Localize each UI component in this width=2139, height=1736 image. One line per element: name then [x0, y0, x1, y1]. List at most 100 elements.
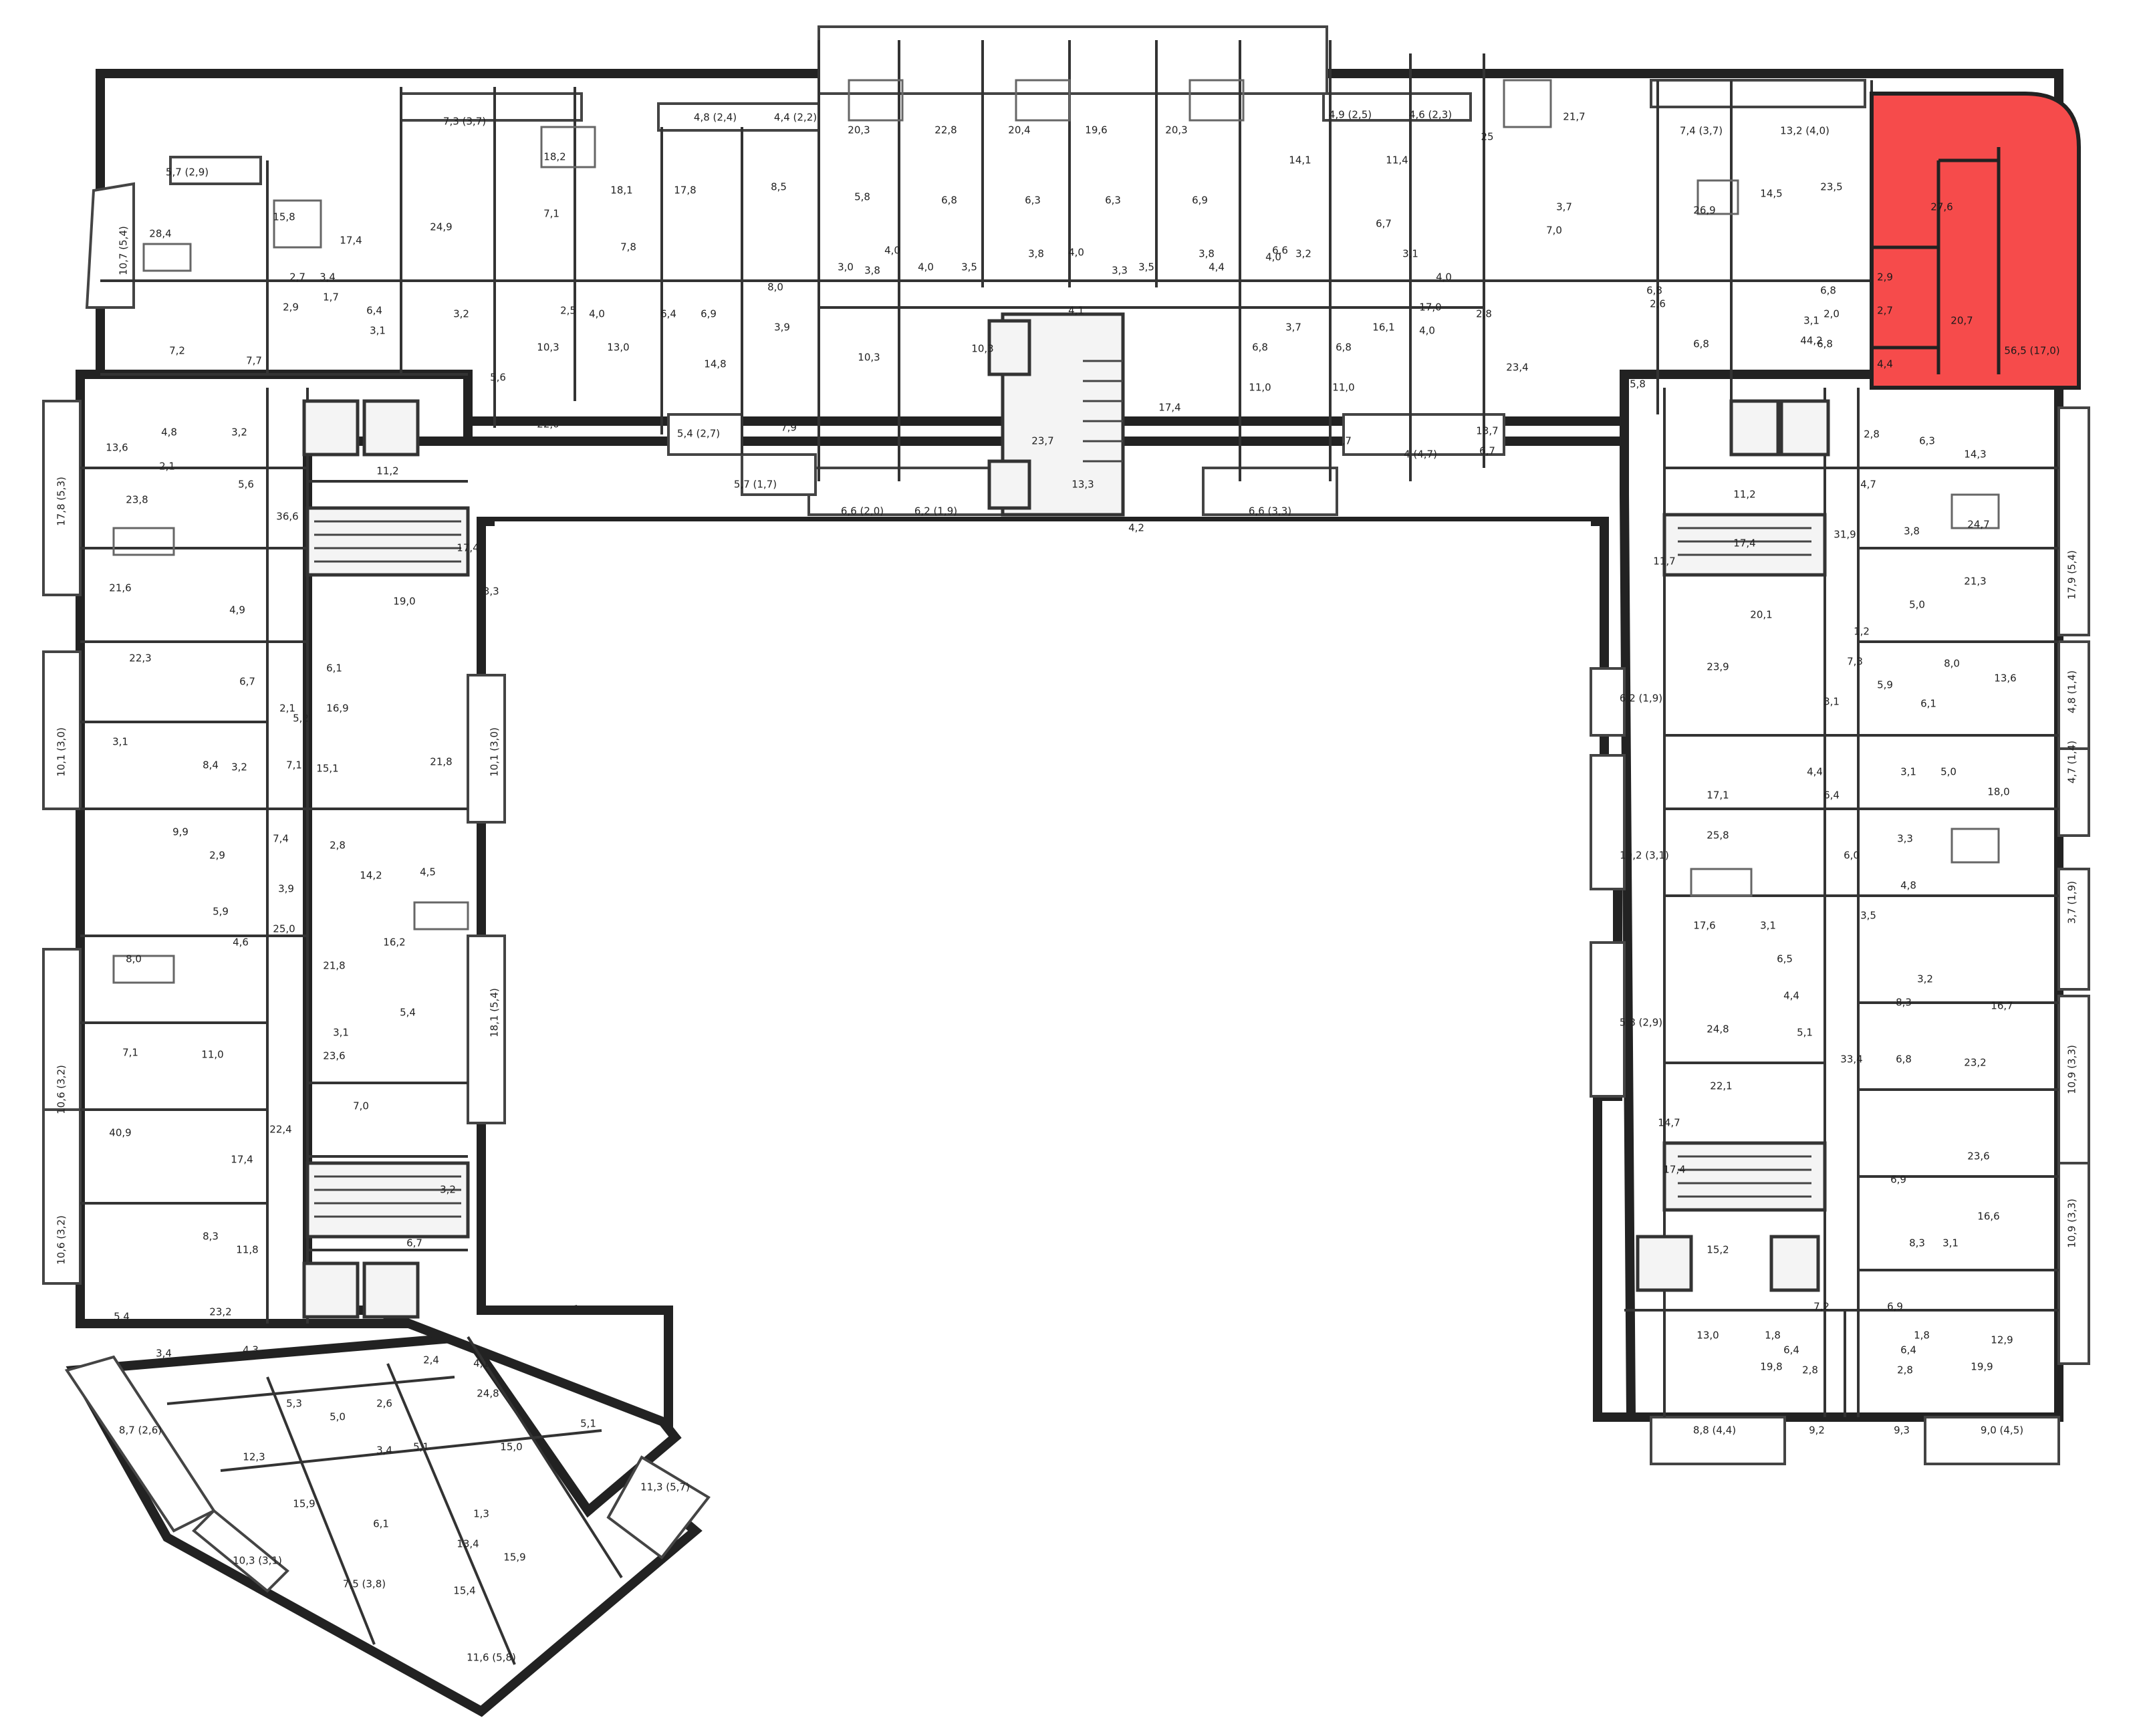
room-area: 25,0 [273, 923, 295, 935]
room-area: 14,3 [1964, 449, 1986, 461]
room-area: 3,8 [1904, 525, 1920, 537]
balcony-label: 10,3 (3,1) [233, 1555, 282, 1567]
room-area: 22,3 [129, 652, 151, 664]
room-area: 5,1 [413, 1441, 429, 1453]
room-area: 4,4 [1783, 990, 1799, 1002]
room-area: 25,8 [1707, 830, 1729, 842]
room-area: 23,9 [1707, 661, 1729, 673]
room-area: 6,7 [239, 676, 255, 688]
room-area: 6,7 [1479, 445, 1495, 457]
room-area: 8,0 [126, 953, 142, 965]
room-area: 3,7 [1285, 322, 1301, 334]
room-area: 24,9 [430, 221, 452, 233]
room-area: 3,9 [278, 883, 294, 895]
room-area: 28,4 [149, 228, 171, 240]
room-area: 4,7 [1860, 479, 1876, 491]
room-area: 4,0 [1265, 251, 1281, 263]
room-area: 23,6 [1967, 1150, 1989, 1162]
room-area: 8,3 [1896, 997, 1912, 1009]
highlighted-apartment[interactable] [1870, 92, 2081, 390]
room-area: 17,4 [231, 1154, 253, 1166]
room-area: 11,2 [376, 465, 398, 477]
side-balcony-outlines [42, 182, 2090, 1593]
room-area: 3,1 [1803, 315, 1819, 327]
room-area: 15,9 [503, 1552, 525, 1564]
room-area: 36,6 [276, 511, 298, 523]
room-area: 7,1 [543, 208, 559, 220]
room-area: 3,3 [1897, 833, 1913, 845]
room-area: 7,3 [1847, 656, 1863, 668]
room-area: 1,3 [473, 1508, 489, 1520]
room-area: 12,3 [243, 1451, 265, 1463]
room-area: 15,0 [500, 1441, 522, 1453]
room-area: 14,2 [360, 870, 382, 882]
room-area: 16,6 [1977, 1211, 1999, 1223]
room-area: 4,0 [918, 261, 934, 273]
room-area: 5,4 [400, 1007, 416, 1019]
room-area: 17,0 [1419, 301, 1441, 314]
room-area: 18,1 [610, 184, 632, 197]
room-area: 3,8 [864, 265, 880, 277]
balcony-label: 4,4 (2,2) [774, 112, 817, 124]
room-area: 3,1 [112, 736, 128, 748]
apartment-room-area: 2,9 [1877, 271, 1893, 283]
room-area: 5,4 [114, 1311, 130, 1323]
courtyard [303, 437, 1636, 1431]
balcony-label: 4 (4,7) [1404, 449, 1437, 461]
room-area: 15,1 [316, 763, 338, 775]
room-area: 3,1 [333, 1027, 349, 1039]
room-area: 11,0 [1249, 382, 1271, 394]
room-area: 5,9 [1877, 679, 1893, 691]
balcony-label: 6,2 (1,9) [1620, 693, 1662, 705]
room-area: 4,3 [243, 1344, 259, 1356]
room-area: 14,7 [1658, 1117, 1680, 1129]
room-area: 7,0 [1546, 225, 1562, 237]
balcony-label: 17,9 (5,4) [2066, 550, 2078, 600]
room-area: 2,0 [1823, 308, 1840, 320]
room-area: 7,9 [781, 422, 797, 434]
room-area: 5,6 [490, 372, 506, 384]
room-area: 11,4 [1386, 154, 1408, 166]
room-area: 5,9 [213, 906, 229, 918]
room-area: 4,5 [854, 435, 870, 447]
room-area: 4,1 [473, 1358, 489, 1370]
room-area: 4,0 [884, 245, 900, 257]
room-area: 6,8 [1817, 338, 1833, 350]
room-area: 4,8 [161, 426, 177, 439]
room-area: 2,7 [289, 271, 305, 283]
room-area: 5,0 [330, 1411, 346, 1423]
room-area: 4,6 [233, 937, 249, 949]
room-area: 3,7 [1336, 435, 1352, 447]
room-area: 4,4 [1209, 261, 1225, 273]
room-area: 4,8 [1900, 880, 1916, 892]
room-area: 6,9 [1192, 195, 1208, 207]
room-area: 6,6 [1272, 245, 1288, 257]
room-area: 14,1 [1289, 154, 1311, 166]
room-area: 6,4 [660, 308, 676, 320]
room-area: 5,8 [1630, 378, 1646, 390]
room-area: 6,1 [326, 662, 342, 674]
room-area: 4,0 [1436, 271, 1452, 283]
room-area: 6,8 [1646, 285, 1662, 297]
room-area: 6,3 [1105, 195, 1121, 207]
balcony-label: 7,4 (3,7) [1680, 125, 1723, 137]
balcony-label: 11,3 (5,7) [640, 1481, 690, 1493]
room-area: 8,0 [767, 281, 783, 293]
room-area: 23,8 [126, 494, 148, 506]
room-area: 5,0 [1940, 766, 1957, 778]
room-area: 3,5 [961, 261, 977, 273]
room-area: 44,2 [1800, 335, 1822, 347]
room-area: 3,1 [1823, 696, 1840, 708]
room-area: 1,8 [1765, 1330, 1781, 1342]
room-area: 20,3 [848, 124, 870, 136]
room-area: 23,2 [209, 1306, 231, 1318]
room-area: 12,9 [1991, 1334, 2013, 1346]
balcony-label: 10,9 (3,3) [2066, 1199, 2078, 1248]
balcony-label: 4,8 (1,4) [2066, 670, 2078, 713]
room-area: 22,4 [269, 1124, 291, 1136]
room-area: 17,4 [457, 542, 479, 554]
room-area: 15,2 [934, 435, 957, 447]
room-area: 18,0 [1987, 786, 2009, 798]
room-area: 23,5 [1820, 181, 1842, 193]
